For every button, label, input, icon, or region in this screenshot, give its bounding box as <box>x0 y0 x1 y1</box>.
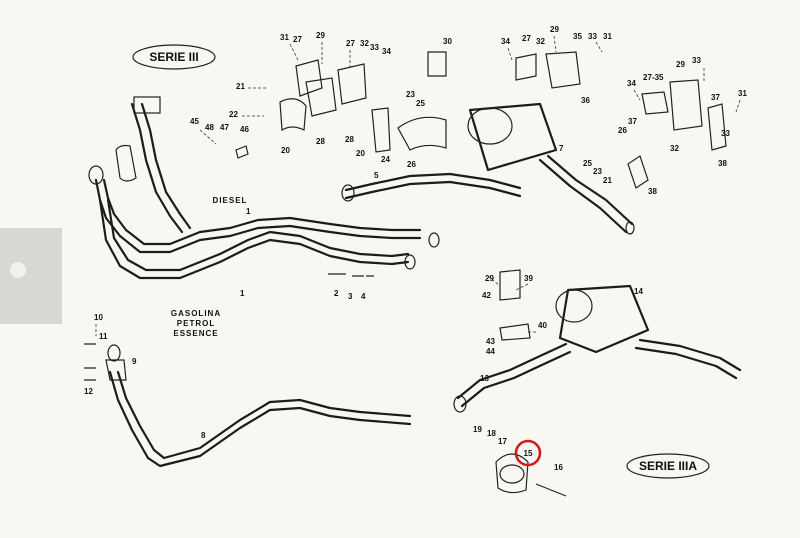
callout-36: 36 <box>581 96 590 105</box>
callout-20: 20 <box>356 149 365 158</box>
callout-43: 43 <box>486 337 495 346</box>
callout-labels: 31 27 29 27 32 33 34 30 34 27 32 29 35 3… <box>84 25 747 472</box>
callout-30: 30 <box>443 37 452 46</box>
callout-18: 18 <box>487 429 496 438</box>
callout-39: 39 <box>524 274 533 283</box>
callout-4: 4 <box>361 292 366 301</box>
callout-44: 44 <box>486 347 495 356</box>
essence-label: ESSENCE <box>173 329 218 338</box>
callout-27: 27 <box>293 35 302 44</box>
callout-29: 29 <box>550 25 559 34</box>
callout-21: 21 <box>236 82 245 91</box>
callout-2: 2 <box>334 289 339 298</box>
callout-23: 23 <box>406 90 415 99</box>
callout-26: 26 <box>618 126 627 135</box>
callout-45: 45 <box>190 117 199 126</box>
callout-22: 22 <box>229 110 238 119</box>
callout-14: 14 <box>634 287 643 296</box>
callout-16: 16 <box>554 463 563 472</box>
callout-17: 17 <box>498 437 507 446</box>
callout-37: 37 <box>711 93 720 102</box>
callout-29: 29 <box>485 274 494 283</box>
callout-1: 1 <box>240 289 245 298</box>
scan-smudge-spot <box>10 262 26 278</box>
callout-27: 27 <box>522 34 531 43</box>
callout-25: 25 <box>583 159 592 168</box>
callout-13: 13 <box>480 374 489 383</box>
scan-smudge <box>0 228 62 324</box>
callout-24: 24 <box>381 155 390 164</box>
callout-8: 8 <box>201 431 206 440</box>
highlighted-part-15: 15 <box>514 439 542 467</box>
callout-38: 38 <box>718 159 727 168</box>
callout-33: 33 <box>721 129 730 138</box>
callout-26: 26 <box>407 160 416 169</box>
callout-5: 5 <box>374 171 379 180</box>
callout-34: 34 <box>501 37 510 46</box>
callout-42: 42 <box>482 291 491 300</box>
callout-28: 28 <box>316 137 325 146</box>
highlight-circle <box>514 439 542 467</box>
callout-12: 12 <box>84 387 93 396</box>
callout-32: 32 <box>360 39 369 48</box>
callout-47: 47 <box>220 123 229 132</box>
callout-38: 38 <box>648 187 657 196</box>
callout-32: 32 <box>670 144 679 153</box>
petrol-label: PETROL <box>177 319 215 328</box>
serie-iii-label: SERIE III <box>149 50 198 64</box>
serie-iiia-badge: SERIE IIIA <box>626 453 710 479</box>
callout-40: 40 <box>538 321 547 330</box>
callout-25: 25 <box>416 99 425 108</box>
callout-27-35: 27-35 <box>643 73 664 82</box>
callout-31: 31 <box>280 33 289 42</box>
serie-iii-silencer-assembly <box>341 102 635 235</box>
callout-23: 23 <box>593 167 602 176</box>
callout-46: 46 <box>240 125 249 134</box>
callout-28: 28 <box>345 135 354 144</box>
callout-33: 33 <box>692 56 701 65</box>
callout-33: 33 <box>588 32 597 41</box>
callout-35: 35 <box>573 32 582 41</box>
diesel-front-pipe <box>88 96 440 254</box>
serie-iiia-label: SERIE IIIA <box>639 459 697 473</box>
callout-31: 31 <box>738 89 747 98</box>
bracket-hardware <box>84 51 727 497</box>
diesel-label: DIESEL <box>213 196 248 205</box>
callout-34: 34 <box>627 79 636 88</box>
callout-31: 31 <box>603 32 612 41</box>
callout-34: 34 <box>382 47 391 56</box>
callout-1: 1 <box>246 207 251 216</box>
callout-20: 20 <box>281 146 290 155</box>
gasolina-label: GASOLINA <box>171 309 221 318</box>
callout-29: 29 <box>316 31 325 40</box>
callout-19: 19 <box>473 425 482 434</box>
callout-32: 32 <box>536 37 545 46</box>
fuel-type-labels: DIESEL GASOLINA PETROL ESSENCE <box>171 196 248 338</box>
serie-iii-badge: SERIE III <box>132 44 216 70</box>
callout-48: 48 <box>205 123 214 132</box>
callout-27: 27 <box>346 39 355 48</box>
callout-11: 11 <box>99 332 108 341</box>
callout-10: 10 <box>94 313 103 322</box>
callout-29: 29 <box>676 60 685 69</box>
leader-lines <box>95 35 741 336</box>
callout-21: 21 <box>603 176 612 185</box>
callout-37: 37 <box>628 117 637 126</box>
highlight-label: 15 <box>524 449 533 458</box>
callout-33: 33 <box>370 43 379 52</box>
callout-9: 9 <box>132 357 137 366</box>
lower-front-pipe <box>105 344 412 468</box>
callout-7: 7 <box>559 144 564 153</box>
gasolina-front-pipe <box>98 198 416 280</box>
serie-iiia-silencer-assembly <box>453 284 742 413</box>
callout-3: 3 <box>348 292 353 301</box>
